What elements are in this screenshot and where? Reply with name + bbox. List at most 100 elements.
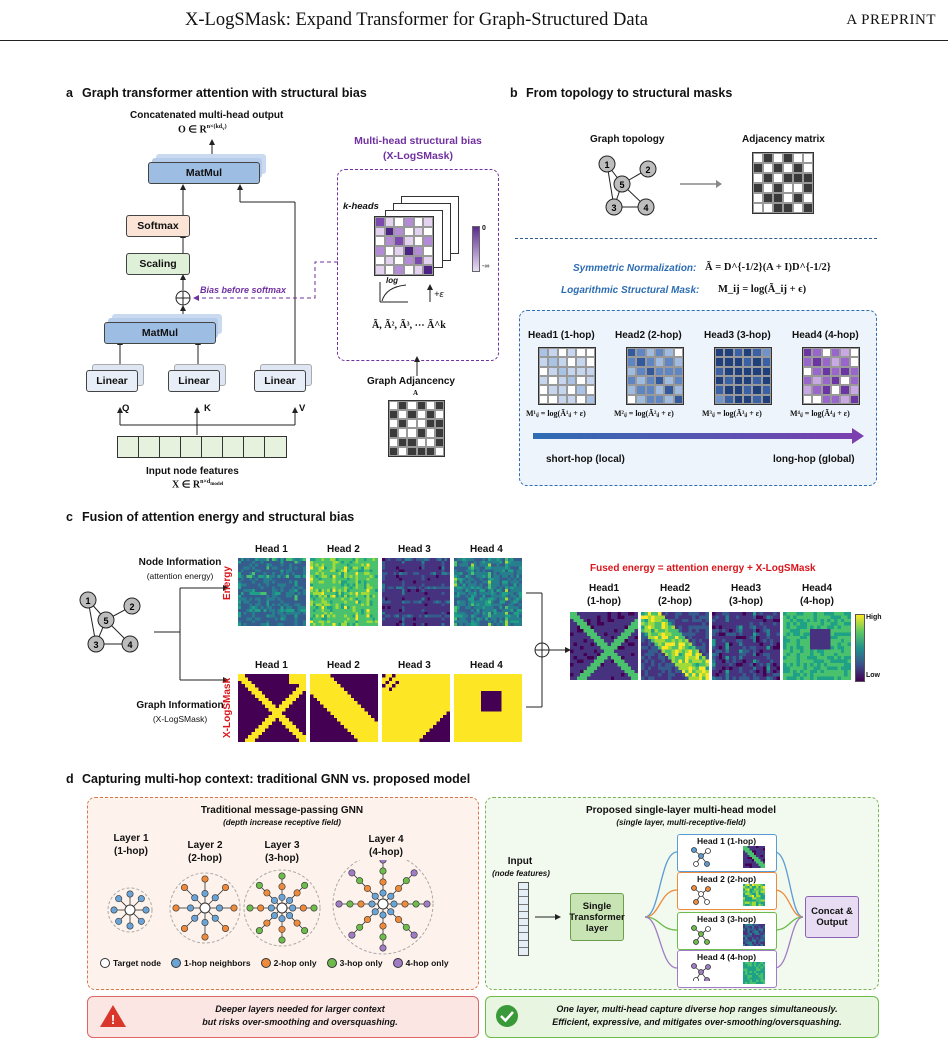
matrix-cell bbox=[803, 385, 813, 395]
matrix-cell bbox=[384, 217, 395, 227]
gnn-neighbor-node bbox=[423, 900, 431, 908]
matrix-cell bbox=[423, 236, 433, 246]
mask-heatmap-2 bbox=[310, 674, 378, 742]
fused-heatmap-2 bbox=[641, 612, 709, 680]
adjacency-title: Adjacency matrix bbox=[742, 134, 825, 145]
gnn-neighbor-node bbox=[348, 931, 356, 939]
matrix-cell bbox=[812, 348, 822, 358]
matrix-cell bbox=[636, 366, 646, 376]
node-label: 5 bbox=[103, 616, 108, 626]
matrix-cell bbox=[715, 375, 725, 386]
matrix-cell bbox=[384, 245, 395, 256]
gnn-neighbor-node bbox=[402, 923, 410, 931]
matrix-cell bbox=[753, 153, 763, 163]
matrix-cell bbox=[398, 401, 408, 411]
head1-mini-heatmap bbox=[743, 846, 765, 868]
paper-title: X-LogSMask: Expand Transformer for Graph… bbox=[185, 10, 648, 30]
matrix-cell bbox=[761, 375, 771, 386]
legend-swatch bbox=[326, 958, 337, 968]
svg-text:!: ! bbox=[111, 1012, 115, 1027]
matrix-cell bbox=[389, 446, 399, 456]
matrix-cell bbox=[404, 255, 414, 266]
matrix-cell bbox=[413, 226, 424, 237]
matrix-cell bbox=[394, 265, 404, 275]
scaling-block: Scaling bbox=[126, 253, 190, 275]
matrix-cell bbox=[375, 245, 385, 256]
matrix-cell bbox=[752, 385, 762, 395]
head2-mask-grid bbox=[626, 347, 684, 405]
matrix-cell bbox=[407, 428, 417, 438]
adjacency-matrix-a bbox=[388, 400, 445, 457]
gnn-neighbor-node bbox=[286, 896, 294, 904]
matrix-cell bbox=[849, 394, 859, 404]
input-vector-cell bbox=[519, 912, 528, 919]
head2-title: Head2 (2-hop) bbox=[615, 330, 682, 341]
heatmap-canvas bbox=[783, 612, 851, 680]
gnn-neighbor-node bbox=[387, 908, 395, 916]
gnn-neighbor-node bbox=[278, 893, 286, 901]
energy-heatmap-1 bbox=[238, 558, 306, 626]
matrix-cell bbox=[425, 446, 435, 456]
matmul-bottom-block: MatMul bbox=[104, 322, 216, 344]
matrix-cell bbox=[742, 385, 753, 395]
fused-head2-title: Head2 bbox=[659, 583, 690, 594]
matrix-cell bbox=[803, 183, 813, 193]
colorbar-low: Low bbox=[866, 672, 880, 679]
matrix-cell bbox=[585, 366, 595, 376]
input-vector-cell bbox=[519, 926, 528, 934]
matrix-cell bbox=[821, 394, 831, 404]
matrix-cell bbox=[803, 366, 813, 376]
matrix-cell bbox=[557, 394, 567, 404]
matrix-cell bbox=[773, 193, 783, 203]
gnn-neighbor-node bbox=[263, 919, 271, 927]
panel-b-divider bbox=[515, 238, 877, 239]
target-node bbox=[124, 904, 136, 916]
matrix-cell bbox=[830, 394, 841, 404]
matrix-cell bbox=[752, 348, 762, 358]
log-label: log bbox=[386, 276, 398, 285]
matrix-cell bbox=[384, 255, 395, 266]
matrix-cell bbox=[566, 357, 577, 367]
gnn-neighbor-node bbox=[222, 883, 230, 891]
gnn-neighbor-node bbox=[286, 912, 294, 920]
matrix-cell bbox=[742, 366, 753, 376]
matrix-cell bbox=[793, 153, 803, 163]
heatmap-canvas bbox=[310, 558, 378, 626]
matrix-cell bbox=[384, 236, 395, 246]
matrix-cell bbox=[416, 437, 426, 447]
node-label: 3 bbox=[93, 640, 98, 650]
matrix-cell bbox=[812, 375, 822, 386]
legend-swatch bbox=[260, 958, 271, 968]
gnn-neighbor-node bbox=[363, 884, 371, 892]
matrix-cell bbox=[803, 153, 813, 163]
input-vector-cell bbox=[519, 933, 528, 941]
node-label: 3 bbox=[611, 203, 616, 213]
sym-norm-formula: Ã = D^{-1/2}(A + I)D^{-1/2} bbox=[705, 262, 831, 273]
matrix-cell bbox=[753, 173, 763, 183]
matrix-cell bbox=[566, 385, 577, 395]
matrix-cell bbox=[384, 226, 395, 237]
gnn-neighbor-node bbox=[348, 869, 356, 877]
gnn-neighbor-node bbox=[201, 889, 209, 897]
receptive-field-ring bbox=[107, 887, 153, 933]
matrix-cell bbox=[557, 357, 567, 367]
matrix-cell bbox=[407, 437, 417, 447]
matrix-cell bbox=[793, 193, 803, 203]
matrix-cell bbox=[407, 446, 417, 456]
matrix-cell bbox=[673, 375, 683, 386]
gnn-neighbor-node bbox=[379, 867, 387, 875]
matrix-cell bbox=[407, 401, 417, 411]
matrix-cell bbox=[840, 348, 850, 358]
fused-title: Fused energy = attention energy + X-LogS… bbox=[590, 563, 816, 574]
matrix-cell bbox=[733, 394, 743, 404]
matrix-cell bbox=[394, 255, 404, 266]
success-text-1: One layer, multi-head capture diverse ho… bbox=[556, 1004, 838, 1014]
gnn-neighbor-node bbox=[346, 900, 354, 908]
gnn-neighbor-node bbox=[293, 889, 301, 897]
traditional-title: Traditional message-passing GNN bbox=[200, 805, 364, 816]
matrix-cell bbox=[404, 265, 414, 275]
head3-mask-grid bbox=[714, 347, 772, 405]
matrix-cell bbox=[724, 366, 734, 376]
matrix-cell bbox=[664, 357, 674, 367]
matrix-cell bbox=[830, 348, 841, 358]
